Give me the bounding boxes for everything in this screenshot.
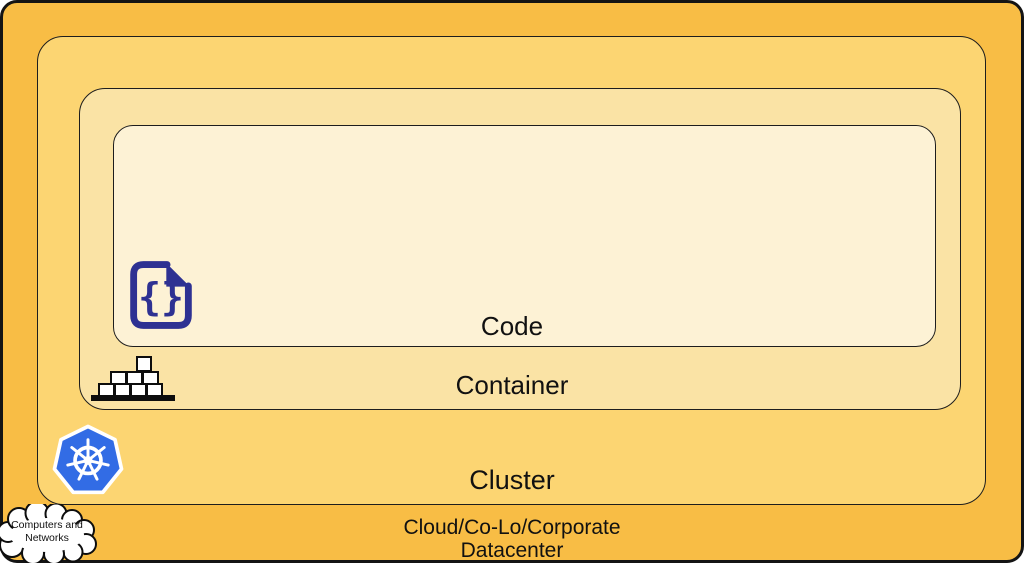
stack-box	[136, 356, 152, 372]
label-datacenter-line2: Datacenter	[460, 539, 564, 562]
layer-code	[113, 125, 936, 347]
kubernetes-wheel-hub	[83, 456, 93, 465]
stack-base-bar	[91, 395, 175, 401]
label-datacenter-line1: Cloud/Co-Lo/Corporate	[403, 516, 621, 539]
cloud-callout-line1: Computers and	[11, 519, 83, 531]
code-file-icon: {}	[130, 261, 192, 329]
cloud-callout-text: Computers and Networks	[0, 519, 97, 545]
label-datacenter: Cloud/Co-Lo/Corporate Datacenter	[0, 516, 1024, 562]
container-stack-icon	[89, 352, 177, 402]
label-cluster: Cluster	[469, 465, 555, 495]
code-braces-glyph: {}	[138, 275, 184, 319]
cloud-icon	[0, 504, 97, 563]
label-code: Code	[480, 311, 544, 341]
code-file-outline	[130, 261, 192, 329]
label-container: Container	[455, 370, 569, 400]
cloud-callout-line2: Networks	[25, 532, 69, 544]
cloud-callout: Computers and Networks	[0, 504, 100, 563]
kubernetes-icon	[52, 424, 124, 495]
